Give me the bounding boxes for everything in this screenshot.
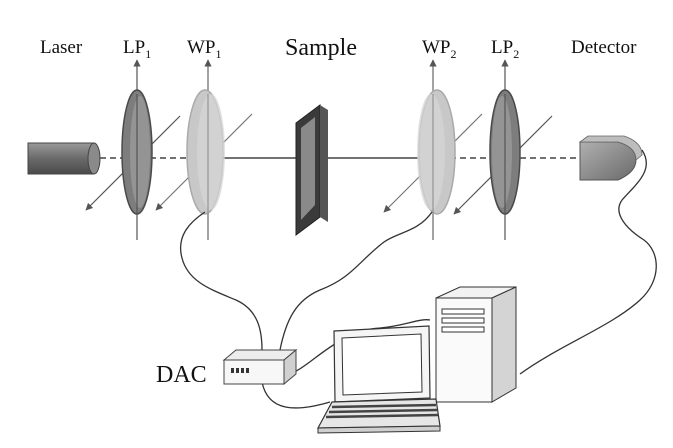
cable-dac-laptop <box>261 381 331 409</box>
cable-detector-tower <box>519 149 657 375</box>
label-lp1: LP1 <box>123 37 151 61</box>
detector-icon <box>578 135 643 181</box>
label-lp2: LP2 <box>491 37 519 61</box>
label-sample: Sample <box>285 35 357 61</box>
waveplate-wp2-icon <box>383 59 483 240</box>
cables <box>180 149 657 409</box>
cable-wp1-dac <box>180 211 263 351</box>
laptop-icon <box>316 325 441 434</box>
polarizer-lp2-icon <box>453 59 553 240</box>
label-dac: DAC <box>156 362 207 388</box>
label-detector: Detector <box>571 37 637 58</box>
sample-icon <box>295 104 328 236</box>
label-laser: Laser <box>40 37 83 58</box>
laser-icon <box>27 142 101 175</box>
computer-tower-icon <box>435 286 517 403</box>
waveplate-wp1-icon <box>155 59 253 240</box>
polarizer-lp1-icon <box>85 59 181 240</box>
dac-box-icon <box>222 348 298 386</box>
cable-wp2-dac <box>279 211 433 351</box>
label-wp1: WP1 <box>187 37 222 61</box>
label-wp2: WP2 <box>422 37 457 61</box>
